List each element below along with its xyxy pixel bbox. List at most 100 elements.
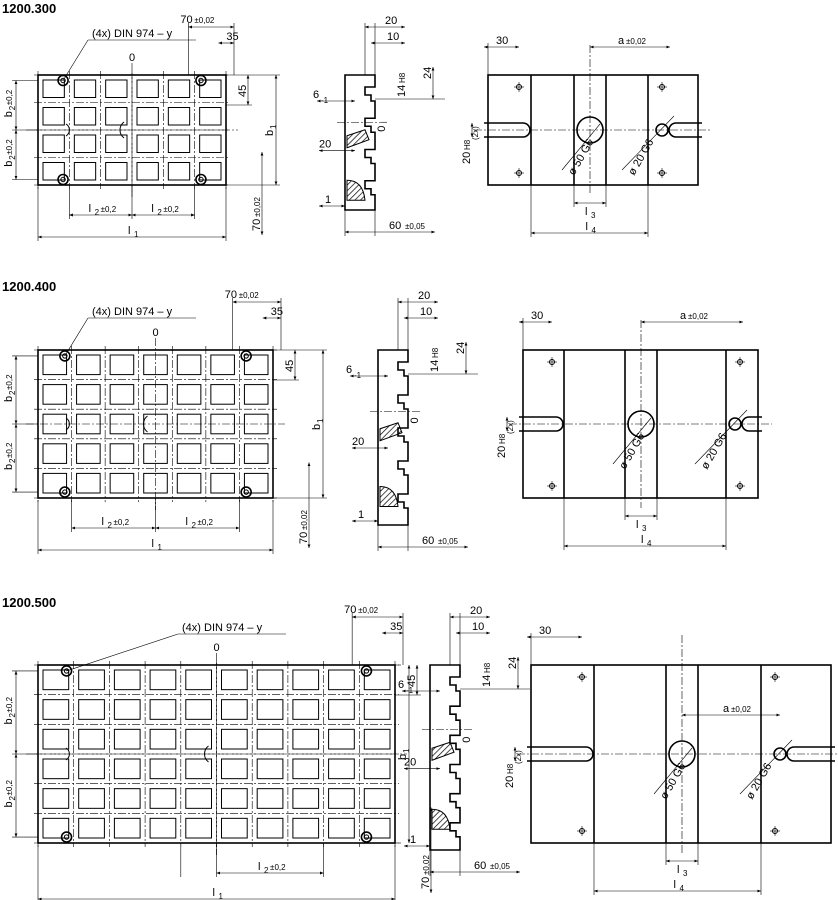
grid-pocket (113, 699, 141, 720)
grid-pocket (105, 162, 128, 181)
grid-pocket (292, 758, 320, 780)
grid-pocket (136, 162, 159, 181)
grid-pocket (42, 669, 70, 691)
b1-subscript: 1 (316, 418, 325, 423)
grid-pocket (149, 699, 177, 720)
section-hatch (379, 485, 399, 507)
s6-tolerance: -1 (406, 686, 414, 695)
right-slot (786, 746, 835, 762)
grid-pocket (105, 134, 128, 153)
grid-pocket (256, 788, 284, 809)
side-profile (429, 664, 461, 851)
b2-label: b (3, 718, 15, 724)
b2-tolerance: ±0,2 (5, 89, 14, 105)
d70-label: 70 (225, 289, 237, 301)
s6-label: 6 (313, 89, 319, 101)
t20-note: (2x) (514, 750, 523, 764)
grid-pocket (136, 79, 159, 98)
grid-pocket (109, 443, 135, 464)
side-profile (344, 74, 376, 211)
s1-label: 1 (410, 834, 416, 846)
zero-side-label: 0 (376, 126, 388, 132)
l2-subscript: 2 (95, 208, 100, 217)
din-leader (62, 39, 89, 81)
grid-pocket (73, 79, 97, 98)
grid-pocket (73, 162, 97, 181)
pin-hole (60, 665, 73, 677)
grid-pocket (256, 758, 284, 780)
t20-note: (2x) (471, 126, 480, 140)
pin-hole-inner (198, 176, 204, 183)
bore-arc (65, 123, 70, 137)
pin-hole (360, 665, 373, 677)
grid-pocket (221, 699, 248, 720)
l2-label: l (151, 203, 153, 215)
s14-tolerance: H8 (483, 662, 492, 673)
grid-pocket (185, 817, 213, 839)
s60-label: 60 (474, 860, 486, 872)
s24-label: 24 (507, 657, 519, 669)
grid-pocket (149, 728, 177, 750)
section-hatch (379, 422, 403, 442)
t20-tolerance: H8 (498, 433, 507, 444)
left-slot (519, 416, 564, 432)
zero-side-label: 0 (461, 737, 473, 743)
bore-arc (65, 417, 70, 431)
s20-label: 20 (385, 15, 397, 27)
l4-subscript: 4 (680, 884, 685, 893)
b2-label: b (3, 801, 15, 807)
grid-pocket (210, 472, 235, 494)
l3-label: l (677, 864, 679, 876)
grid-pocket (149, 758, 177, 780)
grid-pocket (292, 817, 320, 839)
l4-label: l (674, 879, 676, 891)
grid-pocket (328, 669, 355, 691)
l1-label: l (213, 887, 215, 899)
grid-pocket (176, 472, 202, 494)
s6-label: 6 (398, 679, 404, 691)
t20-label: 20 (504, 776, 516, 788)
grid-pocket (73, 134, 97, 153)
s10-label: 10 (472, 621, 484, 633)
grid-pocket (78, 669, 105, 691)
v70-tolerance: ±0,02 (253, 196, 262, 217)
phi20-leader (739, 739, 793, 795)
b2-subscript: 2 (8, 712, 17, 717)
l2-subscript: 2 (108, 521, 113, 530)
grid-pocket (73, 107, 97, 126)
bore-arc (119, 121, 125, 139)
b2-tolerance: ±0,2 (5, 779, 14, 795)
b2-label: b (3, 464, 15, 470)
d35-label: 35 (226, 31, 238, 43)
s20b-label: 20 (352, 436, 364, 448)
t30-label: 30 (496, 35, 508, 47)
grid-pocket (42, 758, 70, 780)
bore-arc (65, 747, 70, 761)
grid-pocket (210, 354, 235, 376)
l2-tolerance: ±0,2 (197, 518, 213, 527)
grid-pocket (363, 788, 391, 809)
pin-hole-inner (62, 353, 68, 359)
a-tolerance: ±0,02 (626, 37, 647, 46)
grid-pocket (185, 758, 213, 780)
s1-label: 1 (325, 194, 331, 206)
grid-pocket (328, 758, 355, 780)
l3-subscript: 3 (683, 869, 688, 878)
t20-label: 20 (496, 446, 508, 458)
grid-pocket (328, 817, 355, 839)
right-slot (741, 416, 762, 432)
left-slot (484, 122, 531, 138)
pin-hole-inner (198, 77, 204, 84)
grid-pocket (78, 817, 105, 839)
pin-hole (60, 831, 73, 843)
l1-subscript: 1 (158, 543, 163, 552)
grid-pocket (109, 472, 135, 494)
grid-pocket (363, 728, 391, 750)
side-profile (377, 349, 409, 526)
pin-hole (195, 173, 207, 186)
grid-pocket (328, 788, 355, 809)
